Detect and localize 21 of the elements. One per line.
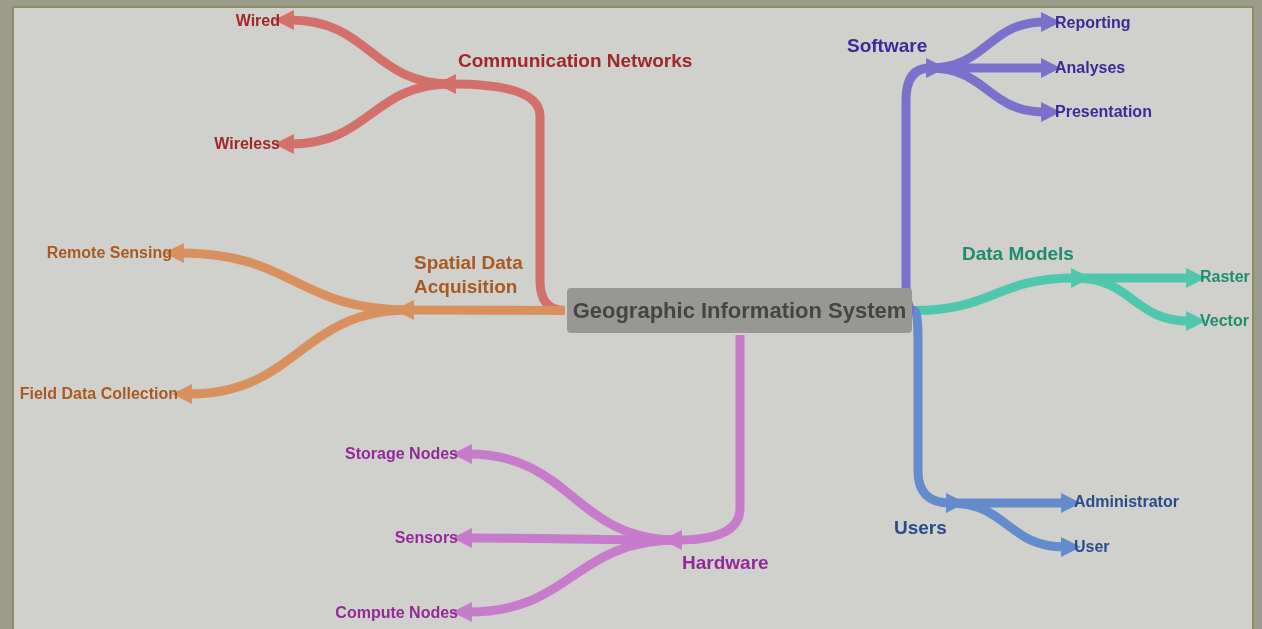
topic-label: Compute Nodes (335, 603, 458, 623)
topic-label: Wireless (214, 134, 280, 154)
topic-label: Wired (235, 11, 280, 31)
topic-label: Sensors (394, 528, 458, 548)
topic-label: Storage Nodes (345, 444, 458, 464)
topic-label: Presentation (1055, 102, 1152, 122)
central-topic-box: Geographic Information System (567, 288, 912, 333)
topic-label: Users (894, 516, 947, 540)
topic-label: Remote Sensing (46, 243, 172, 263)
topic-label: Software (847, 34, 928, 58)
topic-label: Data Models (962, 242, 1074, 266)
topic-label: Raster (1200, 267, 1250, 287)
topic-label: User (1074, 537, 1110, 557)
topic-label: Hardware (682, 551, 769, 575)
topic-label: Administrator (1074, 492, 1179, 512)
topic-label: Reporting (1055, 13, 1131, 33)
topic-label: Analyses (1055, 58, 1126, 78)
topic-label: Communication Networks (458, 49, 693, 73)
topic-label: Spatial Data Acquisition (414, 251, 534, 299)
topic-label: Field Data Collection (19, 384, 178, 404)
topic-label: Vector (1200, 311, 1249, 331)
